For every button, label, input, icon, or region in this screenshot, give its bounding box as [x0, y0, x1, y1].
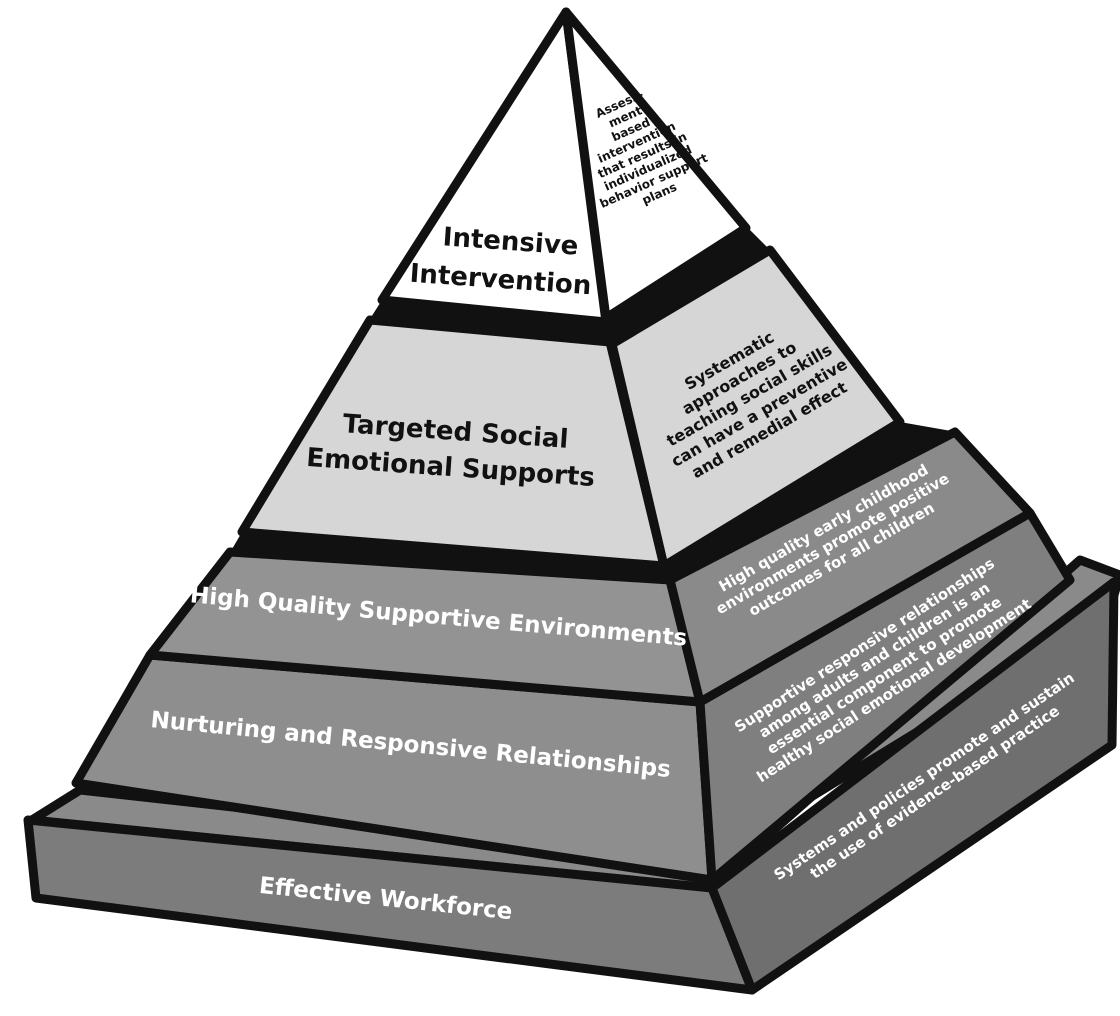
- front-band-dark-2: [368, 300, 612, 344]
- base-side-face: [707, 577, 1119, 995]
- side-band-dark-2: [606, 226, 772, 346]
- pyramid-side-face: [561, 7, 1075, 885]
- side-band-dark: [664, 422, 957, 582]
- side-tier-intensive: [561, 7, 751, 323]
- front-band-dark: [228, 532, 674, 584]
